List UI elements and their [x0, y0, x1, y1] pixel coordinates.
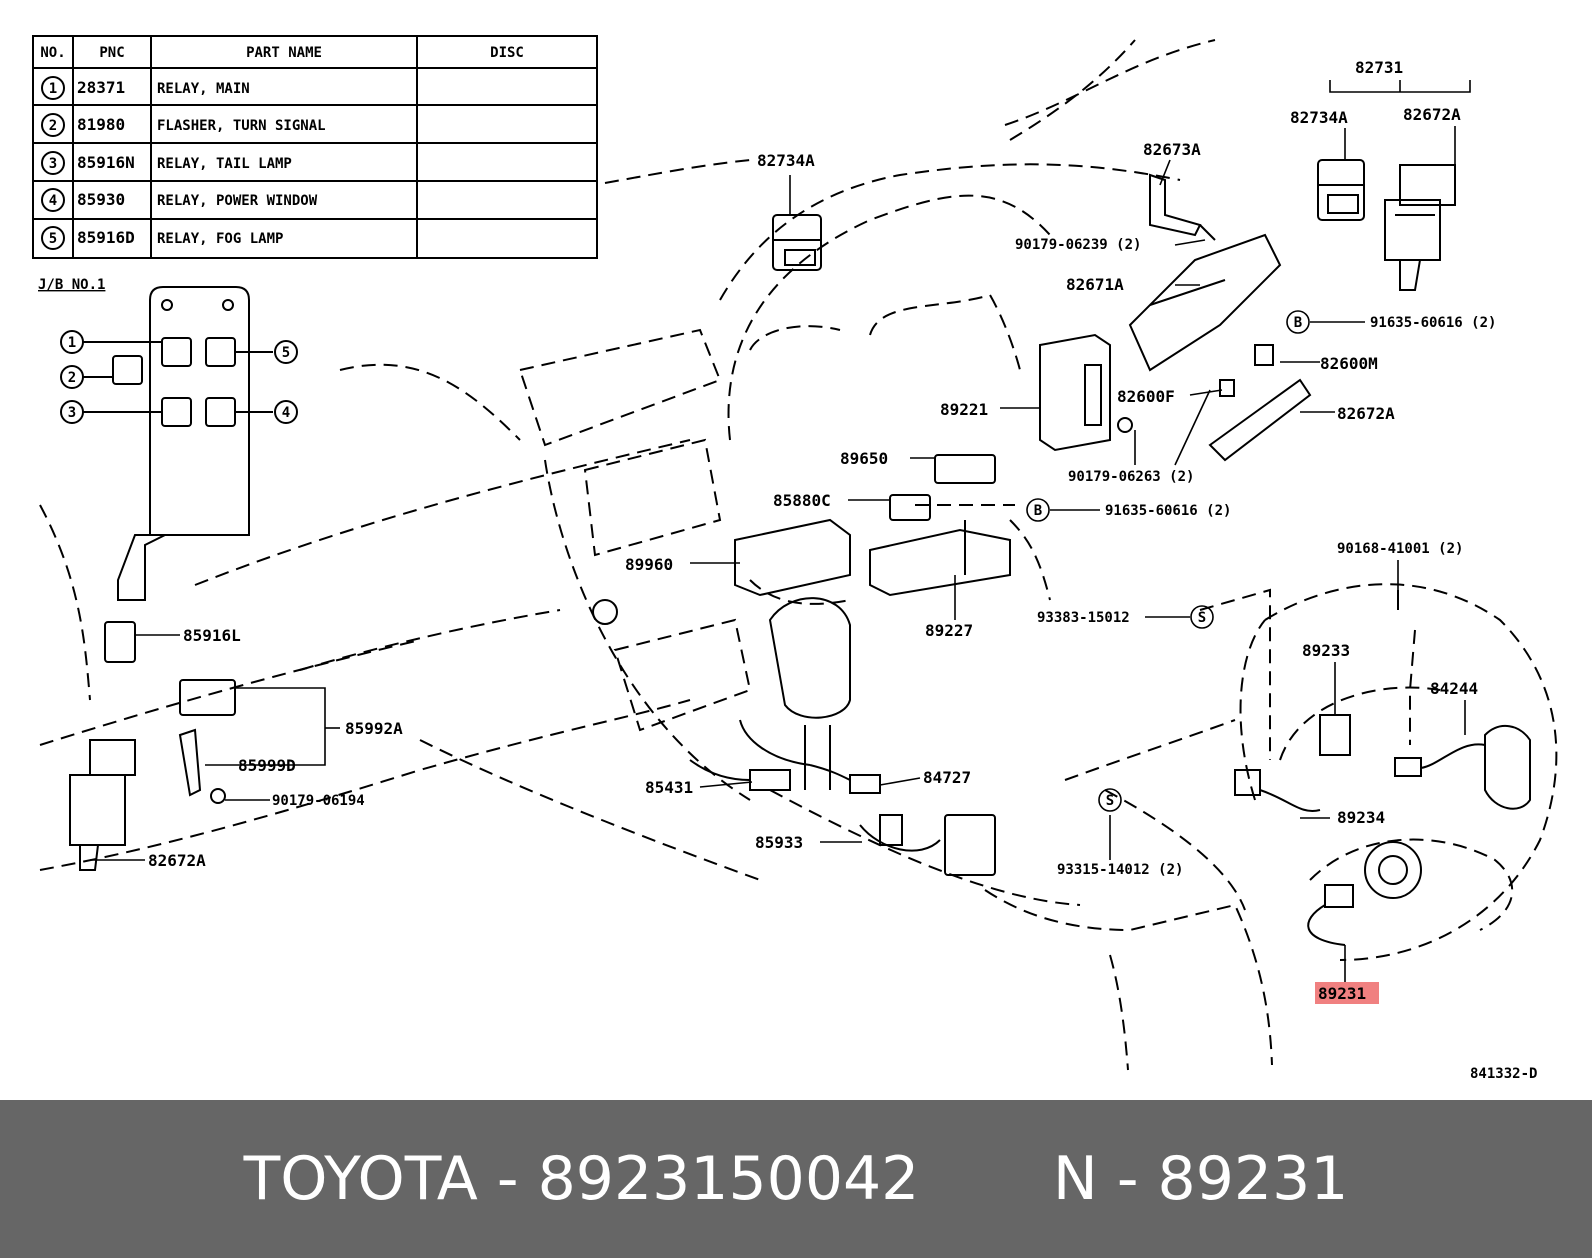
footer-part-number: 8923150042 [537, 1144, 920, 1214]
header-part-name: PART NAME [246, 45, 322, 61]
row-no: 5 [49, 231, 57, 247]
part-label-highlighted: 89231 [1318, 984, 1366, 1003]
part-label: 82600F [1117, 387, 1175, 406]
part-label: 90179-06194 [272, 793, 365, 809]
table-row: 2 81980 FLASHER, TURN SIGNAL [49, 115, 326, 134]
part-label: 84727 [923, 768, 971, 787]
row-name: FLASHER, TURN SIGNAL [157, 118, 326, 134]
table-row: 4 85930 RELAY, POWER WINDOW [49, 190, 318, 209]
footer-bar: TOYOTA - 8923150042 N - 89231 [0, 1100, 1592, 1258]
part-label: 89960 [625, 555, 673, 574]
part-label: 82673A [1143, 140, 1201, 159]
marker-s: S [1106, 793, 1114, 809]
part-label: 82734A [1290, 108, 1348, 127]
jb-number: 4 [282, 405, 290, 421]
footer-separator: - [496, 1144, 519, 1214]
row-no: 4 [49, 193, 57, 209]
part-label: 89227 [925, 621, 973, 640]
part-label: 85880C [773, 491, 831, 510]
part-label: 91635-60616 (2) [1370, 315, 1496, 331]
part-label: 85431 [645, 778, 693, 797]
part-label: 89234 [1337, 808, 1385, 827]
part-label: 85933 [755, 833, 803, 852]
header-pnc: PNC [99, 45, 124, 61]
part-label: 89233 [1302, 641, 1350, 660]
table-header: NO. PNC PART NAME DISC [40, 45, 524, 61]
part-label: 90179-06263 (2) [1068, 469, 1194, 485]
row-no: 3 [49, 156, 57, 172]
part-label: 82672A [1403, 105, 1461, 124]
part-label: 90168-41001 (2) [1337, 541, 1463, 557]
part-label: 82672A [1337, 404, 1395, 423]
table-row: 5 85916D RELAY, FOG LAMP [49, 228, 284, 247]
row-pnc: 81980 [77, 115, 125, 134]
jb-number: 3 [68, 405, 76, 421]
footer-gap [919, 1144, 1053, 1214]
marker-circles [1026, 310, 1310, 812]
part-label: 85916L [183, 626, 241, 645]
row-pnc: 28371 [77, 78, 125, 97]
parts-diagram: NO. PNC PART NAME DISC 1 28371 RELAY, MA… [32, 35, 1558, 1082]
row-name: RELAY, FOG LAMP [157, 231, 283, 247]
diagram-code: 841332-D [1470, 1066, 1537, 1082]
footer-ref: N - 89231 [1052, 1144, 1349, 1214]
jb-label: J/B NO.1 [38, 277, 105, 293]
row-name: RELAY, TAIL LAMP [157, 156, 292, 172]
part-label: 93383-15012 [1037, 610, 1130, 626]
row-no: 2 [49, 118, 57, 134]
jb-number: 5 [282, 345, 290, 361]
part-label: 85992A [345, 719, 403, 738]
part-label: 90179-06239 (2) [1015, 237, 1141, 253]
row-name: RELAY, MAIN [157, 81, 250, 97]
marker-b: B [1034, 503, 1042, 519]
highlight-box [1315, 982, 1379, 1004]
table-row: 3 85916N RELAY, TAIL LAMP [49, 153, 292, 172]
part-label: 82731 [1355, 58, 1403, 77]
dashboard-outline [39, 39, 1558, 1071]
header-no: NO. [40, 45, 65, 61]
footer-brand: TOYOTA [243, 1144, 478, 1214]
leader-lines [90, 80, 1471, 985]
part-label: 82671A [1066, 275, 1124, 294]
part-label: 82600M [1320, 354, 1378, 373]
part-label: 82672A [148, 851, 206, 870]
part-label: 91635-60616 (2) [1105, 503, 1231, 519]
row-no: 1 [49, 81, 57, 97]
part-label: 82734A [757, 151, 815, 170]
part-label: 89221 [940, 400, 988, 419]
junction-block [60, 286, 298, 601]
row-pnc: 85916D [77, 228, 135, 247]
footer-separator [478, 1144, 497, 1214]
jb-number: 1 [68, 335, 76, 351]
part-label: 89650 [840, 449, 888, 468]
jb-number: 2 [68, 370, 76, 386]
part-label: 85999D [238, 756, 296, 775]
row-pnc: 85930 [77, 190, 125, 209]
row-name: RELAY, POWER WINDOW [157, 193, 318, 209]
footer-gap [519, 1144, 538, 1214]
table-row: 1 28371 RELAY, MAIN [49, 78, 250, 97]
parts-table [32, 35, 598, 259]
component-sketches [69, 159, 1531, 946]
part-label: 93315-14012 (2) [1057, 862, 1183, 878]
header-disc: DISC [490, 45, 524, 61]
marker-b: B [1294, 315, 1302, 331]
row-pnc: 85916N [77, 153, 135, 172]
marker-s: S [1198, 610, 1206, 626]
part-label: 84244 [1430, 679, 1478, 698]
